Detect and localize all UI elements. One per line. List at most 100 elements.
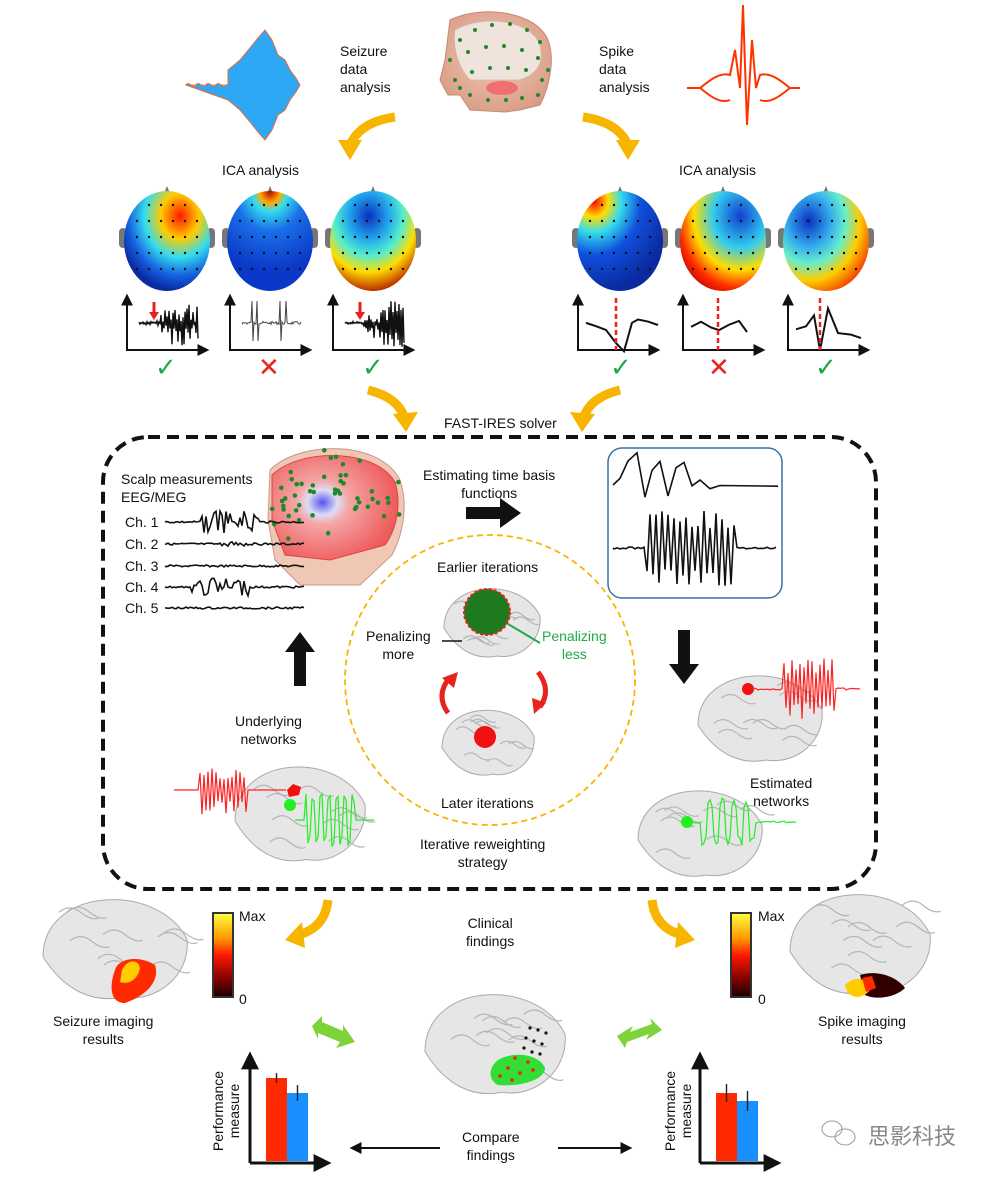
electrode-dot [794, 219, 798, 223]
electrode-dot [703, 235, 707, 239]
electrode-dot [401, 251, 405, 255]
perf-axis-label-spike: Performance measure [662, 1071, 694, 1151]
electrode-dot [286, 235, 290, 239]
electrode-dot [818, 267, 822, 271]
electrode-dot [343, 472, 349, 478]
electrode-dot [703, 203, 707, 207]
bar [266, 1078, 287, 1161]
arrow-up-icon [285, 632, 315, 686]
electrode-dot [624, 235, 628, 239]
label-line: results [82, 1031, 124, 1047]
label-line: Spike imaging [818, 1013, 906, 1029]
electrode-dot-black [522, 1046, 526, 1050]
gyrus [266, 792, 303, 805]
electrode-dot [458, 86, 462, 90]
eeg-channel-traces [164, 508, 305, 610]
electrode-dot [458, 38, 462, 42]
topomap [577, 191, 663, 291]
electrode-dot [341, 481, 346, 486]
electrode-dot [806, 235, 810, 239]
flow-arrow-left [338, 112, 396, 160]
electrode-dot [370, 496, 375, 502]
electrode-dot [238, 251, 242, 255]
electrode-dot [282, 496, 288, 501]
electrode-dot [183, 235, 187, 239]
electrode-dot-black [544, 1031, 548, 1035]
gyrus [58, 907, 99, 920]
gyrus [842, 935, 883, 948]
electrode-dot [854, 251, 858, 255]
source-red [287, 784, 301, 797]
electrode-dot [588, 219, 592, 223]
electrode-dot [250, 219, 254, 223]
flow-arrow-seizure-to-solver [366, 385, 418, 432]
electrode-dot [636, 219, 640, 223]
electrode-dot [588, 267, 592, 271]
accept-icon: ✓ [815, 352, 837, 382]
electrode-dot [195, 235, 199, 239]
electrode-dot-black [528, 1026, 532, 1030]
electrode-dot [365, 219, 369, 223]
electrode-dot [377, 219, 381, 223]
gyrus [508, 1035, 548, 1048]
electrode-dot [401, 267, 405, 271]
electrode-dot [488, 66, 492, 70]
gyrus [706, 835, 742, 846]
electrode-dot [183, 267, 187, 271]
spike-waveform-icon [687, 4, 800, 126]
head-model-icon [439, 11, 552, 113]
electrode-dot [806, 219, 810, 223]
performance-chart-spike [691, 1051, 782, 1172]
gyrus [512, 616, 541, 626]
electrode-dot [274, 219, 278, 223]
electrode-dot [453, 78, 457, 82]
electrode-dot [332, 491, 338, 496]
electrode-dot [369, 489, 375, 494]
electrode-dot [171, 219, 175, 223]
electrode-dot [715, 235, 719, 239]
penalizing-less-line [507, 623, 541, 644]
seizure-data-label: Seizure data analysis [340, 42, 391, 96]
electrode-dot [147, 219, 151, 223]
electrode-dot [536, 93, 540, 97]
cycle-arrow-right [532, 670, 548, 714]
electrode-dot [335, 488, 341, 494]
ica-analysis-right-label: ICA analysis [679, 162, 757, 178]
compare-arrow-left [312, 1016, 355, 1048]
gyrus [481, 1015, 521, 1028]
electrode-dot-black [532, 1039, 536, 1043]
electrode-dot [365, 235, 369, 239]
electrode-dot [854, 235, 858, 239]
channel-label: Ch. 3 [125, 558, 159, 574]
electrode-dot [353, 219, 357, 223]
gyrus [810, 904, 850, 917]
electrode-dot [794, 235, 798, 239]
colorbar-min-label: 0 [239, 991, 247, 1007]
electrode-dot [171, 251, 175, 255]
electrode-dot [353, 203, 357, 207]
electrode-dot [739, 251, 743, 255]
electrode-dot [520, 48, 524, 52]
gyrus [901, 900, 941, 913]
reject-icon: ✕ [708, 352, 730, 382]
flow-arrow-to-seizure-results [285, 899, 333, 948]
brain-surface [789, 894, 931, 995]
label-line: Underlying [235, 713, 302, 729]
label-line: Seizure imaging [53, 1013, 154, 1029]
electrode-dot [321, 447, 327, 453]
electrode-dot [171, 203, 175, 207]
electrode-dot [310, 483, 316, 488]
electrode-dot [375, 500, 381, 505]
electrode-dot [311, 489, 317, 495]
electrode-dot [691, 235, 695, 239]
electrode-dot [691, 267, 695, 271]
electrode-dot [600, 203, 604, 207]
bar [716, 1093, 737, 1161]
gyrus [102, 929, 143, 942]
source-green [284, 799, 296, 811]
electrode-dot [183, 219, 187, 223]
time-basis-label: Estimating time basis functions [423, 466, 555, 502]
electrode-dot [341, 219, 345, 223]
electrode-dot [508, 22, 512, 26]
label-line: networks [240, 731, 297, 747]
